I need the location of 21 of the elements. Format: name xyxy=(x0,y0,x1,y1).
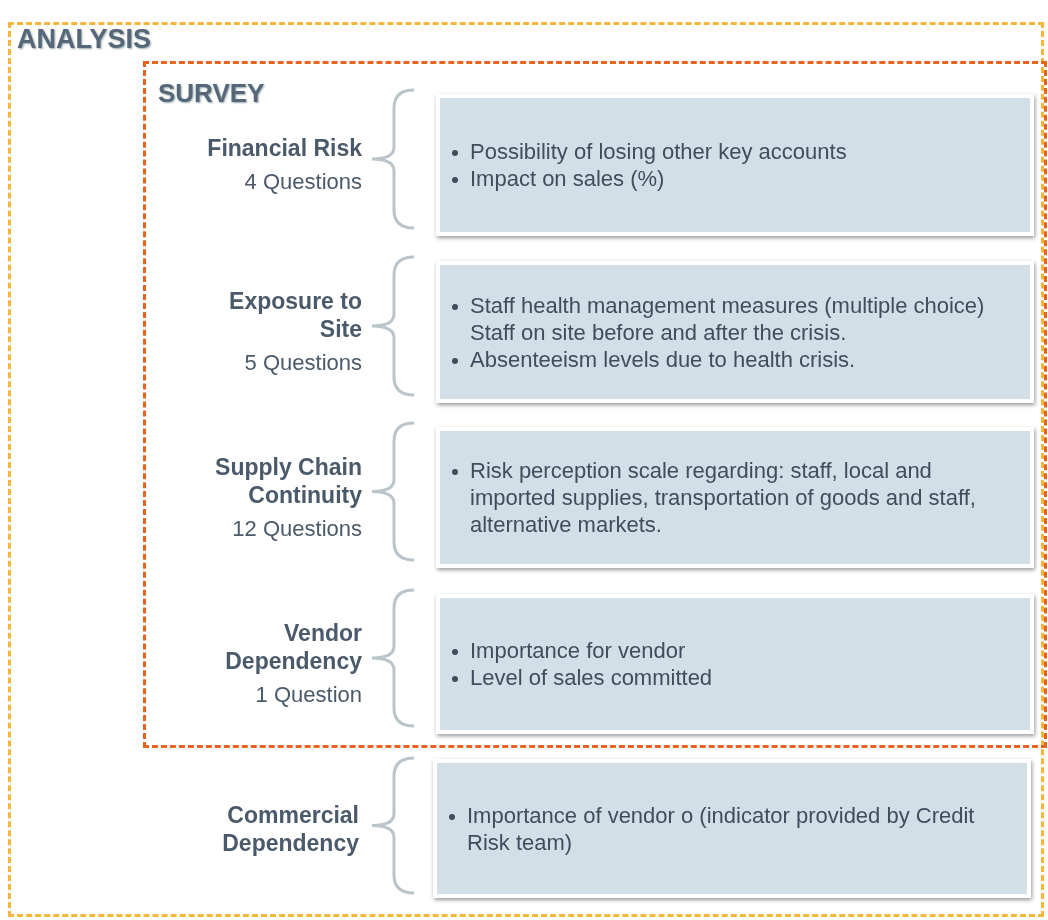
bullet-text: Possibility of losing other key accounts xyxy=(470,139,847,164)
category-heading: Financial Risk xyxy=(206,134,362,162)
category-heading: Commercial Dependency xyxy=(221,800,359,857)
category-heading: Exposure to Site xyxy=(228,287,362,343)
bullet-text: Risk perception scale regarding: staff, local and imported supplies, transportation of goods and staff, alternative markets. xyxy=(470,458,976,537)
inner-dashed-frame xyxy=(143,61,1047,748)
bullet-text: Level of sales committed xyxy=(470,665,713,690)
bullet-text: Importance for vendor xyxy=(470,638,686,663)
section-title: SURVEY xyxy=(158,78,265,109)
question-count: 12 Questions xyxy=(231,514,362,543)
category-heading: Supply Chain Continuity xyxy=(214,452,362,509)
outer-dashed-frame xyxy=(8,22,1044,917)
section-title: ANALYSIS xyxy=(17,24,152,55)
bullet-text: Staff health management measures (multiple choice) Staff on site before and after the crisis. xyxy=(470,292,985,345)
category-heading: Vendor Dependency xyxy=(224,619,362,675)
bullet-text: Impact on sales (%) xyxy=(470,166,665,191)
bullet-text: Absenteeism levels due to health crisis. xyxy=(470,346,856,372)
question-count: 5 Questions xyxy=(243,349,362,377)
question-count: 4 Questions xyxy=(243,168,362,196)
question-count: 1 Question xyxy=(254,681,362,709)
bullet-text: Importance of vendor o (indicator provided by Credit Risk team) xyxy=(467,802,975,855)
